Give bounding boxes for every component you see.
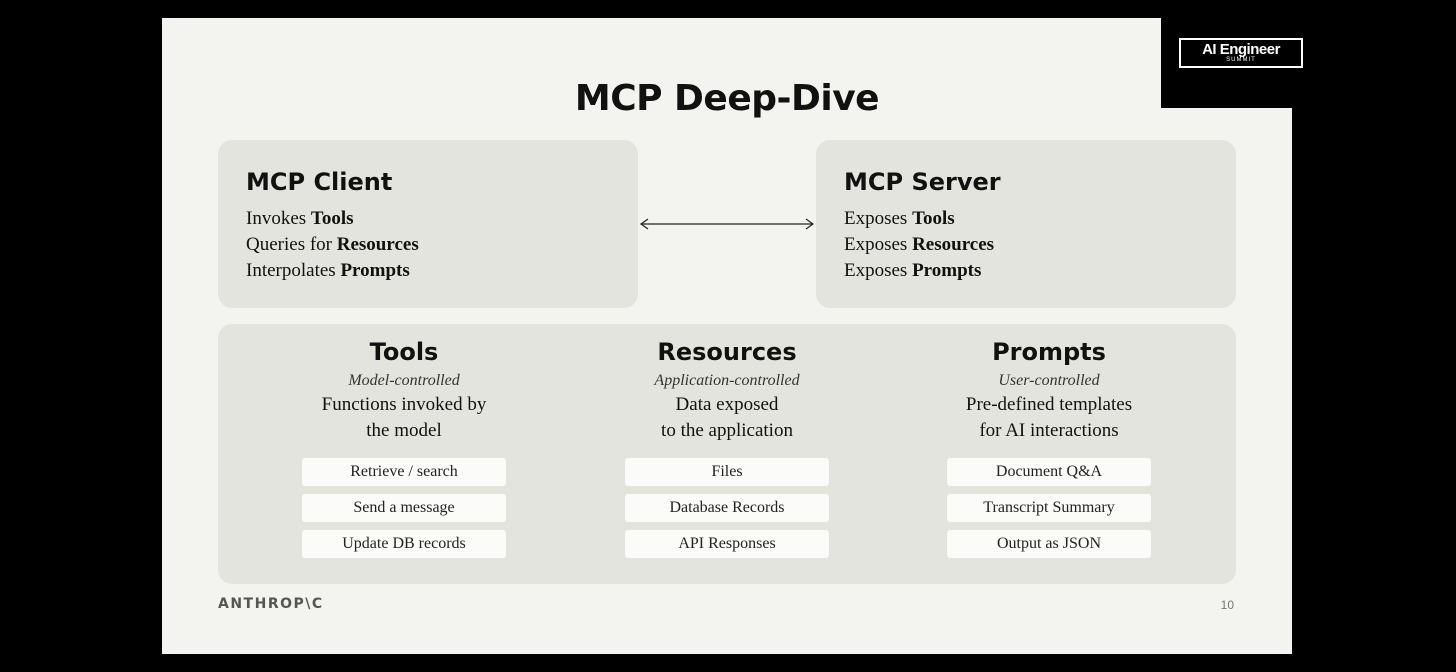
server-verb: Exposes: [844, 208, 908, 229]
column-description: Data exposed to the application: [577, 392, 877, 444]
primitives-panel: Tools Model-controlled Functions invoked…: [218, 324, 1236, 584]
description-line: to the application: [661, 420, 793, 441]
example-item: Retrieve / search: [302, 458, 506, 486]
server-object: Prompts: [912, 260, 982, 281]
example-list: Retrieve / search Send a message Update …: [254, 458, 554, 558]
anthropic-logo: ANTHROP\C: [218, 596, 324, 612]
ai-engineer-summit-logo: AI Engineer SUMMIT: [1161, 18, 1324, 108]
example-item: Send a message: [302, 494, 506, 522]
slide: MCP Deep-Dive MCP Client Invokes Tools Q…: [162, 18, 1292, 654]
example-item: Database Records: [625, 494, 829, 522]
mcp-server-panel: MCP Server Exposes Tools Exposes Resourc…: [816, 140, 1236, 308]
column-description: Pre-defined templates for AI interaction…: [899, 392, 1199, 444]
bidirectional-arrow-icon: [639, 218, 815, 230]
server-verb: Exposes: [844, 260, 908, 281]
example-list: Document Q&A Transcript Summary Output a…: [899, 458, 1199, 558]
column-description: Functions invoked by the model: [254, 392, 554, 444]
client-verb: Invokes: [246, 208, 307, 229]
server-line: Exposes Prompts: [844, 258, 994, 284]
server-line: Exposes Tools: [844, 206, 994, 232]
example-item: Transcript Summary: [947, 494, 1151, 522]
description-line: Functions invoked by: [321, 394, 487, 415]
client-line: Queries for Resources: [246, 232, 419, 258]
server-object: Resources: [912, 234, 995, 255]
example-item: Files: [625, 458, 829, 486]
logo-sub-text: SUMMIT: [1226, 57, 1256, 63]
column-title: Resources: [657, 338, 797, 366]
column-title: Tools: [369, 338, 439, 366]
server-title: MCP Server: [844, 168, 1001, 196]
server-line: Exposes Resources: [844, 232, 994, 258]
client-title: MCP Client: [246, 168, 393, 196]
client-object: Tools: [310, 208, 354, 229]
resources-column: Resources Application-controlled Data ex…: [577, 324, 877, 558]
server-verb: Exposes: [844, 234, 908, 255]
logo-main-text: AI Engineer: [1202, 41, 1280, 58]
column-title: Prompts: [992, 338, 1106, 366]
example-list: Files Database Records API Responses: [577, 458, 877, 558]
column-subtitle: User-controlled: [998, 372, 1100, 389]
logo-badge: AI Engineer SUMMIT: [1179, 38, 1303, 68]
page-number: 10: [1220, 598, 1234, 612]
column-subtitle: Application-controlled: [654, 372, 800, 389]
example-item: Document Q&A: [947, 458, 1151, 486]
client-line: Interpolates Prompts: [246, 258, 419, 284]
client-line: Invokes Tools: [246, 206, 419, 232]
client-object: Resources: [336, 234, 419, 255]
example-item: API Responses: [625, 530, 829, 558]
slide-title: MCP Deep-Dive: [574, 78, 880, 119]
prompts-column: Prompts User-controlled Pre-defined temp…: [899, 324, 1199, 558]
description-line: Data exposed: [675, 394, 779, 415]
description-line: the model: [366, 420, 442, 441]
client-verb: Queries for: [246, 234, 332, 255]
mcp-client-panel: MCP Client Invokes Tools Queries for Res…: [218, 140, 638, 308]
server-lines: Exposes Tools Exposes Resources Exposes …: [844, 206, 994, 284]
description-line: for AI interactions: [979, 420, 1119, 441]
column-subtitle: Model-controlled: [348, 372, 460, 389]
server-object: Tools: [912, 208, 955, 229]
example-item: Output as JSON: [947, 530, 1151, 558]
client-lines: Invokes Tools Queries for Resources Inte…: [246, 206, 419, 284]
description-line: Pre-defined templates: [965, 394, 1133, 415]
example-item: Update DB records: [302, 530, 506, 558]
tools-column: Tools Model-controlled Functions invoked…: [254, 324, 554, 558]
client-object: Prompts: [340, 260, 410, 281]
client-verb: Interpolates: [246, 260, 336, 281]
